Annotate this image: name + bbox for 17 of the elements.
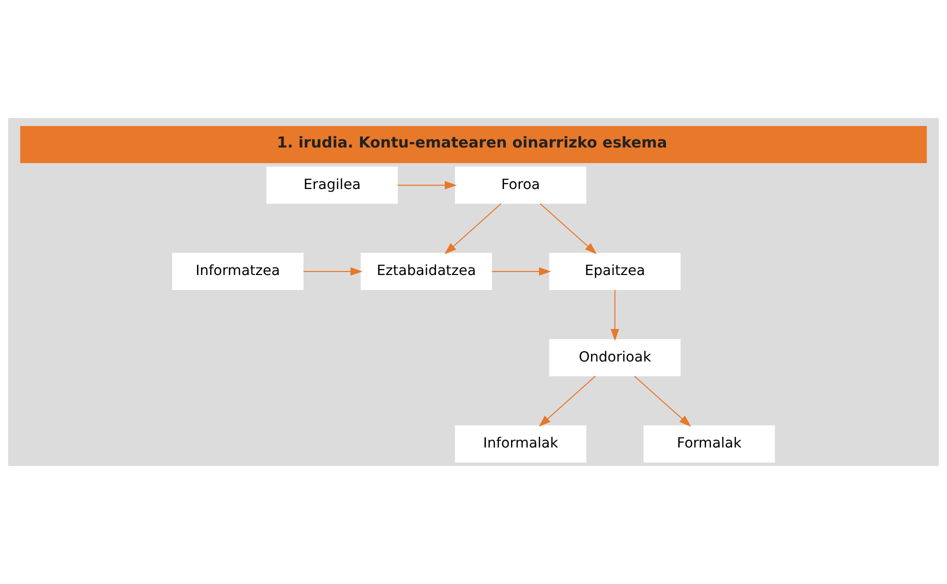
arrow bbox=[538, 376, 596, 427]
node-box: Informatzea bbox=[172, 252, 304, 290]
node-box: Eztabaidatzea bbox=[360, 252, 492, 290]
node-box: Foroa bbox=[454, 166, 586, 204]
arrow bbox=[540, 203, 597, 254]
node-box: Ondorioak bbox=[549, 339, 681, 376]
node-box: Informalak bbox=[454, 425, 586, 462]
node-box: Eragilea bbox=[266, 166, 398, 204]
node-box: Epaitzea bbox=[549, 252, 681, 290]
arrow bbox=[610, 290, 620, 342]
arrow bbox=[492, 267, 552, 276]
arrow bbox=[444, 203, 502, 254]
diagram-title: 1. irudia. Kontu-ematearen oinarrizko eskema bbox=[276, 134, 668, 152]
arrow bbox=[398, 180, 457, 190]
arrow bbox=[303, 267, 363, 276]
node-box: Formalak bbox=[643, 425, 775, 462]
arrow bbox=[634, 376, 692, 427]
